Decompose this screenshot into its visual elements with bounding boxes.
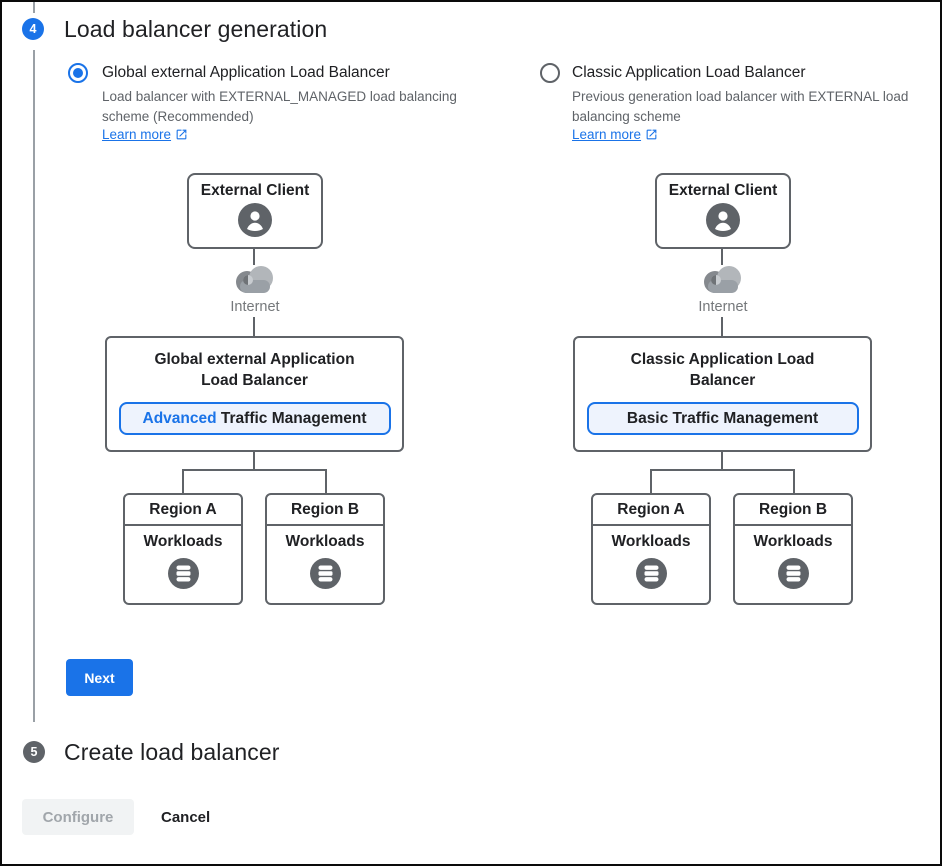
connector-line xyxy=(182,469,184,493)
workloads-label: Workloads xyxy=(753,533,833,550)
step-5-number: 5 xyxy=(30,745,38,759)
option-classic-label[interactable]: Classic Application Load Balancer xyxy=(572,64,806,81)
radio-unchecked-icon[interactable] xyxy=(540,63,560,83)
region-b-label: Region B xyxy=(267,495,383,526)
connector-line xyxy=(793,469,795,493)
radio-checked-icon[interactable] xyxy=(68,63,88,83)
connector-line xyxy=(253,317,255,336)
internet-label: Internet xyxy=(230,299,280,315)
step-4-badge: 4 xyxy=(22,18,44,40)
option-classic-description: Previous generation load balancer with E… xyxy=(572,89,909,124)
connector-line xyxy=(721,317,723,336)
learn-more-label: Learn more xyxy=(102,127,172,142)
connector-line xyxy=(253,452,255,471)
connector-line xyxy=(182,469,327,471)
option-global-external-description: Load balancer with EXTERNAL_MANAGED load… xyxy=(102,89,457,124)
database-icon xyxy=(635,558,667,589)
traffic-management-pill: Basic Traffic Management xyxy=(586,402,859,435)
load-balancer-box: Classic Application Load Balancer Basic … xyxy=(573,336,872,452)
cloud-icon xyxy=(236,266,273,293)
workloads-label: Workloads xyxy=(611,533,691,550)
region-b-label: Region B xyxy=(735,495,851,526)
next-button[interactable]: Next xyxy=(66,659,133,696)
traffic-management-pill: Advanced Traffic Management xyxy=(118,402,391,435)
load-balancer-title: Classic Application Load Balancer xyxy=(630,351,815,389)
external-client-label: External Client xyxy=(200,182,310,199)
external-client-box: External Client xyxy=(187,173,323,249)
database-icon xyxy=(777,558,809,589)
connector-line xyxy=(721,452,723,471)
step-5-title: Create load balancer xyxy=(64,739,280,765)
step-4-number: 4 xyxy=(29,22,37,36)
diagram-classic: External Client Internet Classic Applica… xyxy=(573,173,873,606)
cloud-icon xyxy=(704,266,741,293)
connector-line xyxy=(650,469,795,471)
radio-dot xyxy=(73,68,83,78)
person-icon xyxy=(238,203,272,237)
region-a-label: Region A xyxy=(593,495,709,526)
connector-line xyxy=(253,249,255,265)
step-4-title: Load balancer generation xyxy=(64,16,328,42)
learn-more-link-classic[interactable]: Learn more xyxy=(572,127,658,142)
region-a-label: Region A xyxy=(125,495,241,526)
region-b-box: Region B Workloads xyxy=(265,493,385,605)
stepper-connector-line xyxy=(33,50,35,722)
external-client-label: External Client xyxy=(668,182,778,199)
load-balancer-box: Global external Application Load Balance… xyxy=(105,336,404,452)
database-icon xyxy=(309,558,341,589)
learn-more-link-global[interactable]: Learn more xyxy=(102,127,188,142)
cancel-button[interactable]: Cancel xyxy=(159,799,212,835)
workloads-label: Workloads xyxy=(143,533,223,550)
connector-line xyxy=(325,469,327,493)
connector-line xyxy=(721,249,723,265)
traffic-pill-highlight: Advanced xyxy=(142,409,217,427)
learn-more-label: Learn more xyxy=(572,127,642,142)
internet-label: Internet xyxy=(698,299,748,315)
external-link-icon xyxy=(176,129,187,140)
region-a-box: Region A Workloads xyxy=(123,493,243,605)
load-balancer-title: Global external Application Load Balance… xyxy=(154,351,355,389)
diagram-global-external: External Client Internet Global external… xyxy=(105,173,405,606)
external-client-box: External Client xyxy=(655,173,791,249)
configure-button[interactable]: Configure xyxy=(22,799,134,835)
step-5-badge: 5 xyxy=(23,741,45,763)
option-global-external-label[interactable]: Global external Application Load Balance… xyxy=(102,64,390,81)
region-a-box: Region A Workloads xyxy=(591,493,711,605)
region-b-box: Region B Workloads xyxy=(733,493,853,605)
person-icon xyxy=(706,203,740,237)
traffic-pill-text: Basic Traffic Management xyxy=(626,409,819,427)
database-icon xyxy=(167,558,199,589)
stepper-connector-top xyxy=(33,2,35,13)
connector-line xyxy=(650,469,652,493)
traffic-pill-text: Traffic Management xyxy=(216,409,367,427)
workloads-label: Workloads xyxy=(285,533,365,550)
external-link-icon xyxy=(646,129,657,140)
